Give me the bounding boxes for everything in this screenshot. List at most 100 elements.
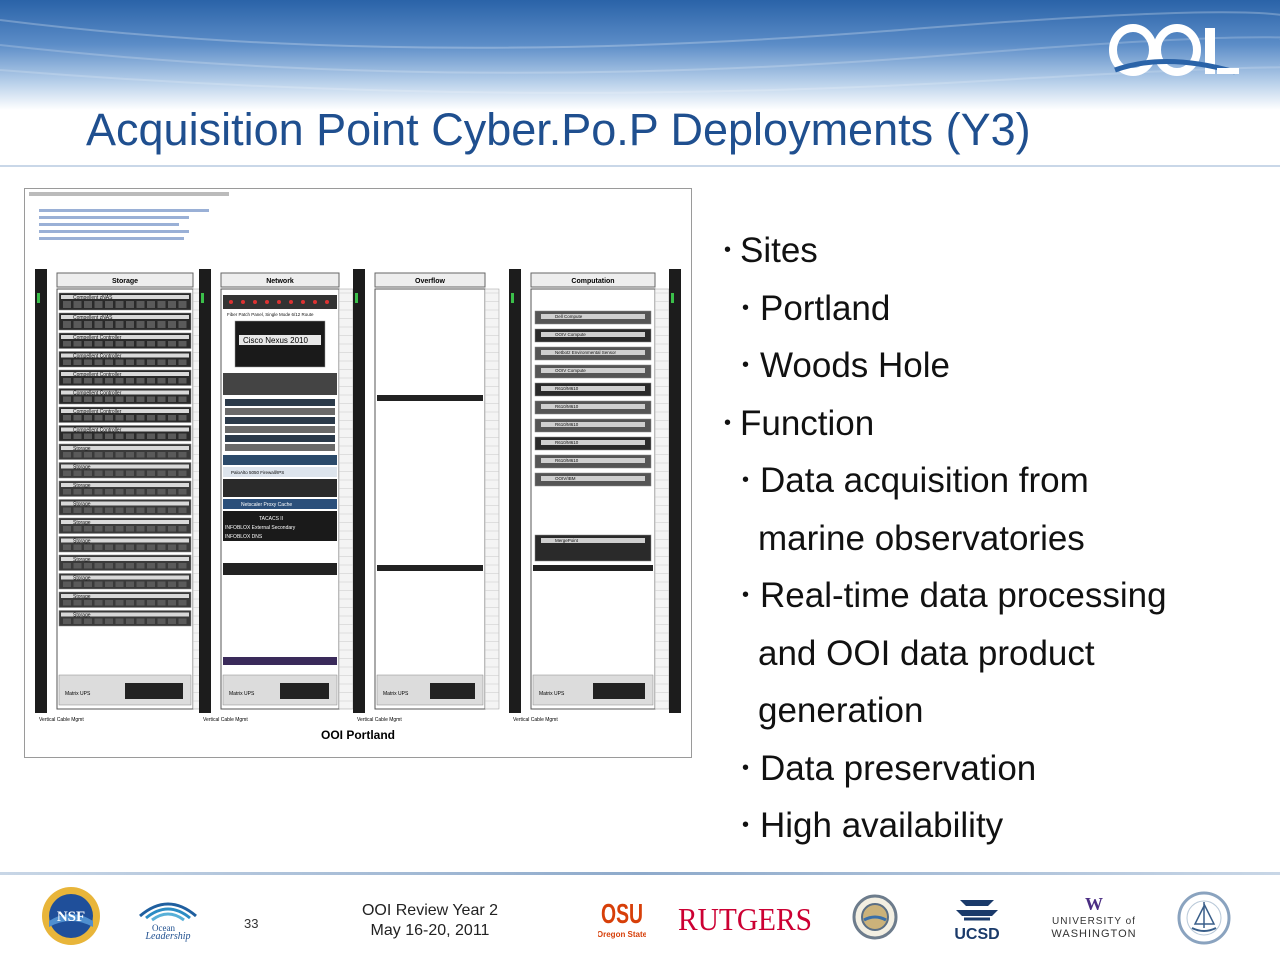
drive-bay: [157, 301, 166, 308]
drive-bay: [73, 470, 82, 476]
drive-bay: [63, 359, 71, 365]
compute-server-label-strip: [541, 422, 645, 427]
osu-logo: OSU Oregon State: [598, 898, 646, 939]
drive-bay: [147, 378, 155, 384]
drive-bay: [178, 359, 187, 365]
drive-bay: [63, 544, 71, 550]
drive-bay: [126, 415, 134, 421]
drive-bay: [94, 452, 103, 458]
network-unit-label: TACACS II: [259, 516, 283, 522]
drive-bay: [157, 470, 166, 476]
drive-bay: [73, 415, 82, 421]
drive-bay: [178, 563, 187, 569]
drive-bay: [147, 507, 155, 513]
ucsd-logo: UCSD: [954, 900, 1000, 942]
drive-bay: [105, 415, 113, 421]
footer-review-date: May 16-20, 2011: [370, 922, 490, 939]
drive-bay: [126, 526, 134, 532]
drive-bay: [115, 470, 124, 476]
drive-bay: [168, 396, 176, 402]
ups-panel: [280, 683, 329, 699]
bullet-realtime-processing: •Real-time data processing: [718, 567, 1258, 625]
network-unit-label: INFOBLOX DNS: [225, 534, 263, 540]
drive-bay: [168, 301, 176, 308]
bullet-portland: •Portland: [718, 280, 1258, 338]
drive-bay: [94, 378, 103, 384]
drive-bay: [136, 544, 145, 550]
drive-bay: [73, 600, 82, 606]
compute-server-label: R610/M610: [555, 440, 579, 445]
drive-bay: [105, 544, 113, 550]
drive-bay: [168, 321, 176, 328]
network-unit: [223, 657, 337, 665]
drive-bay: [178, 321, 187, 328]
drive-bay: [115, 415, 124, 421]
drive-bay: [63, 452, 71, 458]
drive-bay: [105, 341, 113, 347]
nexus-label-strip: [239, 335, 321, 345]
drive-bay: [126, 321, 134, 328]
bullet-function: •Function: [718, 395, 1258, 453]
drive-bay: [157, 600, 166, 606]
storage-unit-label-strip: [61, 409, 189, 413]
drive-bay: [126, 433, 134, 439]
drive-bay: [147, 489, 155, 495]
drive-bay: [178, 618, 187, 624]
bullet-woods-hole: •Woods Hole: [718, 337, 1258, 395]
network-unit: [225, 444, 335, 451]
drive-bay: [178, 489, 187, 495]
storage-unit-label: Storage: [73, 613, 91, 619]
drive-bay: [115, 433, 124, 439]
storage-unit-label-strip: [61, 464, 189, 469]
patch-port: [301, 300, 305, 304]
drive-bay: [178, 341, 187, 347]
storage-unit-label: Compellent Controller: [73, 391, 122, 397]
drive-bay: [168, 452, 176, 458]
network-unit: [225, 408, 335, 415]
drive-bay: [147, 433, 155, 439]
drive-bay: [84, 581, 92, 587]
drive-bay: [84, 470, 92, 476]
drive-bay: [147, 544, 155, 550]
compute-server-label: OOIV Compute: [555, 332, 586, 337]
drive-bay: [136, 507, 145, 513]
drive-bay: [73, 563, 82, 569]
rack-title: Computation: [571, 278, 614, 285]
drive-bay: [147, 452, 155, 458]
drive-bay: [168, 526, 176, 532]
drive-bay: [147, 618, 155, 624]
drive-bay: [73, 489, 82, 495]
cable-mgmt-label: Vertical Cable Mgmt: [203, 717, 248, 723]
network-unit: [225, 417, 335, 424]
storage-unit-label: Storage: [73, 594, 91, 600]
status-led: [201, 293, 204, 303]
drive-bay: [178, 507, 187, 513]
network-unit: [225, 426, 335, 433]
network-unit: [223, 455, 337, 465]
footer-divider: [0, 872, 1280, 875]
network-unit: [223, 511, 337, 541]
drive-bay: [84, 452, 92, 458]
patch-port: [277, 300, 281, 304]
drive-bay: [157, 489, 166, 495]
drive-bay: [73, 452, 82, 458]
drive-bay: [168, 489, 176, 495]
patch-port: [265, 300, 269, 304]
rack-title-box: [530, 272, 656, 288]
drive-bay: [94, 526, 103, 532]
bullet-data-preservation: •Data preservation: [718, 740, 1258, 798]
drive-bay: [178, 433, 187, 439]
drive-bay: [168, 415, 176, 421]
drive-bay: [147, 321, 155, 328]
ups-panel: [125, 683, 183, 699]
drive-bay: [168, 433, 176, 439]
drive-bay: [73, 618, 82, 624]
compute-server-label-strip: [541, 458, 645, 463]
drive-bay: [63, 470, 71, 476]
drive-bay: [126, 489, 134, 495]
bullet-dot-icon: •: [742, 354, 750, 376]
drive-bay: [94, 301, 103, 308]
drive-bay: [115, 489, 124, 495]
ups-label: Matrix UPS: [383, 691, 409, 697]
ups-panel: [593, 683, 645, 699]
